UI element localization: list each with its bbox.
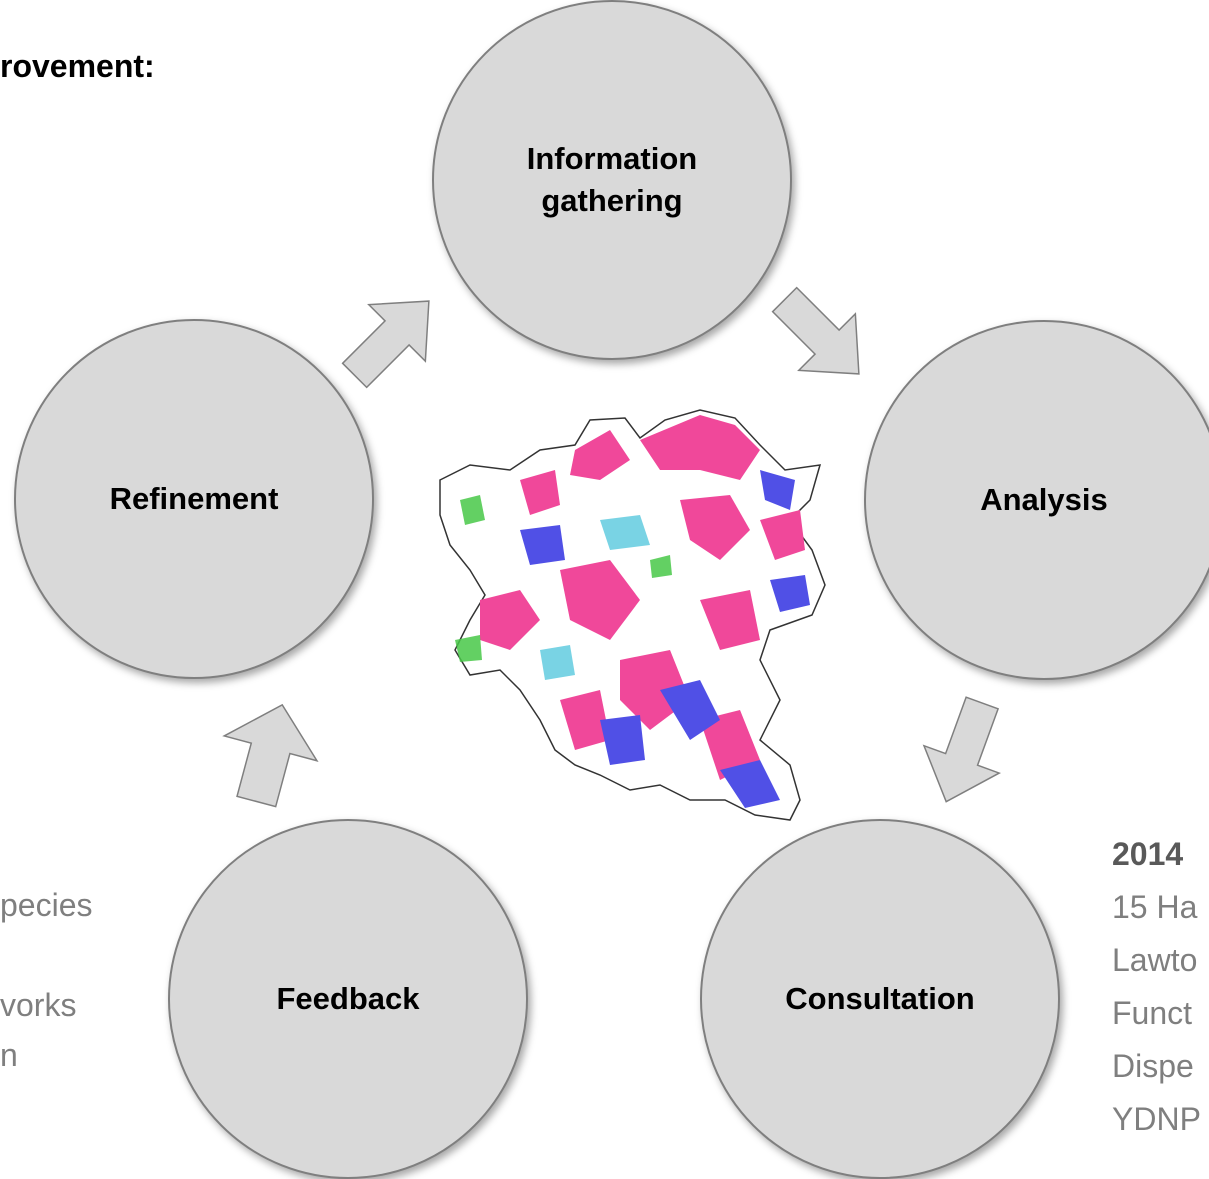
circle-label-consultation: Consultation [785, 981, 975, 1017]
left-clipped-text: pecies vorks n [0, 880, 93, 1080]
right-text-line: Dispe [1112, 1048, 1194, 1084]
circle-label-information-gathering: Information gathering [526, 141, 698, 218]
circle-consultation: Consultation [700, 819, 1060, 1179]
right-text-line: 15 Ha [1112, 889, 1198, 925]
right-text-line: YDNP [1112, 1101, 1201, 1137]
right-text-line: Lawto [1112, 942, 1198, 978]
national-park-map [439, 409, 826, 821]
page-heading: rovement: [0, 48, 155, 84]
circle-analysis: Analysis [864, 320, 1209, 680]
circle-information-gathering: Information gathering [432, 0, 792, 360]
arrow-information-to-analysis [771, 286, 860, 375]
right-text-line: Funct [1112, 995, 1193, 1031]
circle-label-analysis: Analysis [980, 482, 1108, 518]
circle-feedback: Feedback [168, 819, 528, 1179]
circle-refinement: Refinement [14, 319, 374, 679]
left-text-line [0, 930, 93, 980]
circle-label-feedback: Feedback [276, 981, 420, 1017]
arrow-feedback-to-refinement [222, 703, 319, 808]
left-text-line: vorks [0, 987, 77, 1023]
arrow-analysis-to-consultation [922, 696, 1001, 803]
right-clipped-text: 2014 15 Ha Lawto Funct Dispe YDNP [1112, 828, 1201, 1146]
right-text-year: 2014 [1112, 836, 1184, 872]
left-text-line: pecies [0, 887, 93, 923]
arrow-refinement-to-information [341, 300, 430, 389]
left-text-line: n [0, 1037, 18, 1073]
circle-label-refinement: Refinement [109, 481, 279, 517]
